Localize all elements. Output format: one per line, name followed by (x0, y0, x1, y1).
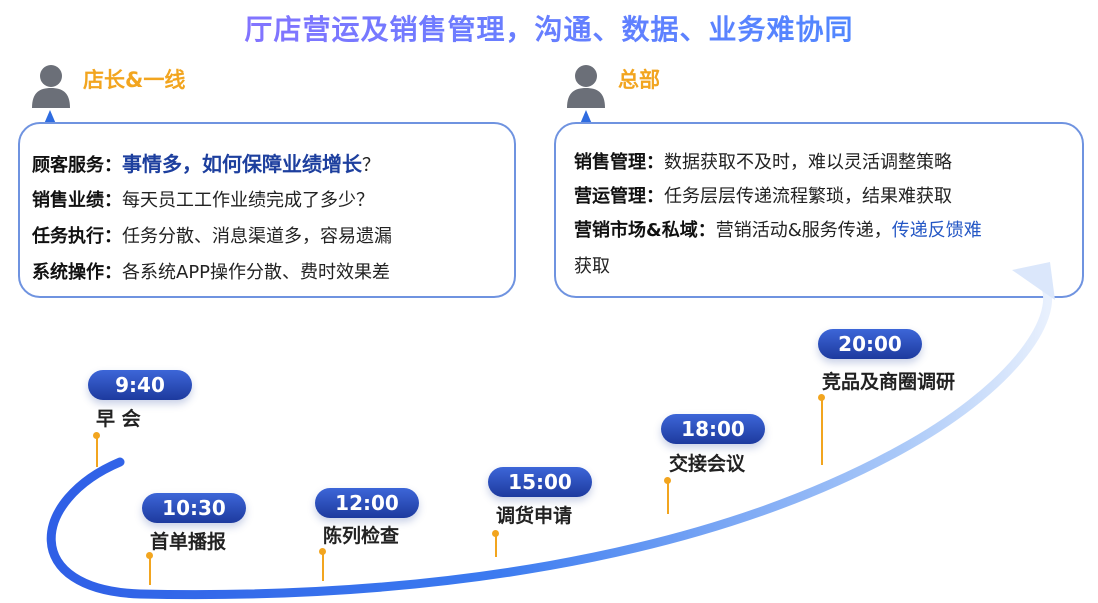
stem-5 (821, 397, 823, 465)
dot-5 (818, 394, 825, 401)
time-pill-3: 15:00 (488, 467, 592, 497)
stem-0 (96, 435, 98, 467)
store-pointer (44, 110, 56, 124)
event-label-5: 竞品及商圈调研 (822, 371, 956, 393)
store-panel: 顾客服务：事情多，如何保障业绩增长？ 销售业绩：每天员工工作业绩完成了多少？ 任… (18, 122, 516, 298)
time-pill-0: 9:40 (88, 370, 192, 400)
stem-4 (667, 480, 669, 514)
time-pill-5: 20:00 (818, 329, 922, 359)
event-label-1: 首单播报 (150, 531, 227, 553)
stem-1 (149, 555, 151, 585)
store-row-customer: 顾客服务：事情多，如何保障业绩增长？ (32, 152, 380, 176)
page-title: 厅店营运及销售管理，沟通、数据、业务难协同 (0, 8, 1098, 48)
event-label-3: 调货申请 (496, 505, 573, 527)
hq-row-marketing: 营销市场&私域：营销活动&服务传递，传递反馈难 (574, 220, 982, 241)
store-row-task: 任务执行：任务分散、消息渠道多，容易遗漏 (32, 226, 392, 247)
person-icon (32, 65, 70, 108)
curve-arrowhead (1012, 262, 1055, 300)
time-pill-1: 10:30 (142, 493, 246, 523)
person-icon (567, 65, 605, 108)
time-pill-2: 12:00 (315, 488, 419, 518)
hq-panel: 销售管理：数据获取不及时，难以灵活调整策略 营运管理：任务层层传递流程繁琐，结果… (554, 122, 1084, 298)
hq-row-operations: 营运管理：任务层层传递流程繁琐，结果难获取 (574, 186, 952, 207)
hq-role-label: 总部 (618, 68, 660, 92)
store-role-label: 店长&一线 (83, 68, 186, 92)
dot-1 (146, 552, 153, 559)
stem-3 (495, 533, 497, 557)
hq-row-sales: 销售管理：数据获取不及时，难以灵活调整策略 (574, 152, 952, 173)
event-label-2: 陈列检查 (323, 525, 400, 547)
dot-4 (664, 477, 671, 484)
hq-row-marketing-cont: 获取 (574, 256, 610, 277)
event-label-0: 早 会 (96, 408, 141, 430)
stem-2 (322, 551, 324, 581)
dot-3 (492, 530, 499, 537)
time-pill-4: 18:00 (661, 414, 765, 444)
store-row-system: 系统操作：各系统APP操作分散、费时效果差 (32, 262, 391, 283)
store-row-sales: 销售业绩：每天员工工作业绩完成了多少？ (32, 190, 374, 211)
event-label-4: 交接会议 (669, 453, 746, 475)
hq-pointer (580, 110, 592, 124)
dot-0 (93, 432, 100, 439)
dot-2 (319, 548, 326, 555)
